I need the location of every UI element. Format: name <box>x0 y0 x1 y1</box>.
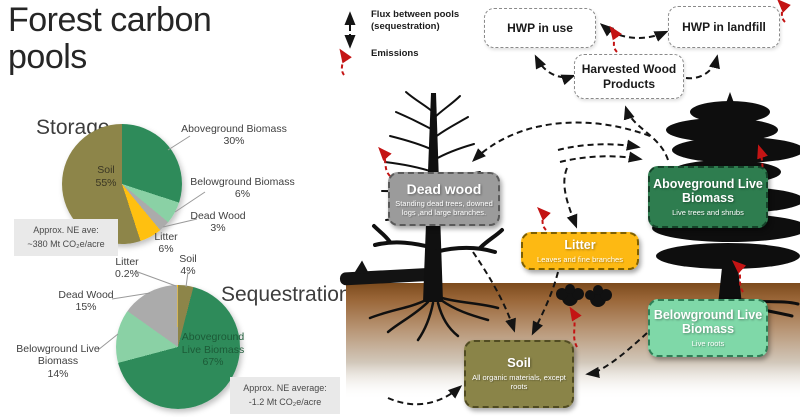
dead-wood-box: Dead wood Standing dead trees, downed lo… <box>388 172 500 226</box>
storage-label-aboveground: Aboveground Biomass 30% <box>181 123 287 148</box>
shrubs <box>556 284 612 307</box>
fallen-log <box>339 260 434 286</box>
legend-flux-label: Flux between pools <box>371 9 460 20</box>
seq-label-deadwood: Dead Wood 15% <box>58 289 114 314</box>
seq-label-litter: Litter 0.2% <box>115 256 139 281</box>
legend-emissions-label: Emissions <box>371 48 419 59</box>
page-title: Forest carbon pools <box>8 1 212 76</box>
belowground-live-biomass-box: Belowground Live Biomass Live roots <box>648 299 768 357</box>
storage-label-litter: Litter 6% <box>154 231 178 256</box>
legend-arrows <box>339 11 356 76</box>
sequestration-note-box: Approx. NE average: -1.2 Mt CO₂e/acre <box>230 377 340 414</box>
storage-label-soil: Soil 55% <box>95 164 117 189</box>
storage-label-belowground: Belowground Biomass 6% <box>190 176 295 201</box>
storage-note-box: Approx. NE ave: ~380 Mt CO₂e/acre <box>14 219 118 256</box>
hwp-in-use-box: HWP in use <box>484 8 596 48</box>
seq-label-soil: Soil 4% <box>179 253 197 278</box>
aboveground-live-biomass-box: Aboveground Live Biomass Live trees and … <box>648 166 768 228</box>
harvested-wood-products-box: Harvested Wood Products <box>574 54 684 99</box>
sequestration-pie-chart <box>116 285 240 409</box>
seq-label-aboveground: Aboveground Live Biomass 67% <box>181 331 245 369</box>
legend-flux-sublabel: (sequestration) <box>371 21 440 32</box>
storage-label-deadwood: Dead Wood 3% <box>190 210 246 235</box>
litter-box: Litter Leaves and fine branches <box>521 232 639 270</box>
soil-box: Soil All organic materials, except roots <box>464 340 574 408</box>
hwp-in-landfill-box: HWP in landfill <box>668 6 780 48</box>
sequestration-chart-title: Sequestration <box>221 283 351 306</box>
seq-label-belowground: Belowground Live Biomass 14% <box>16 343 100 380</box>
